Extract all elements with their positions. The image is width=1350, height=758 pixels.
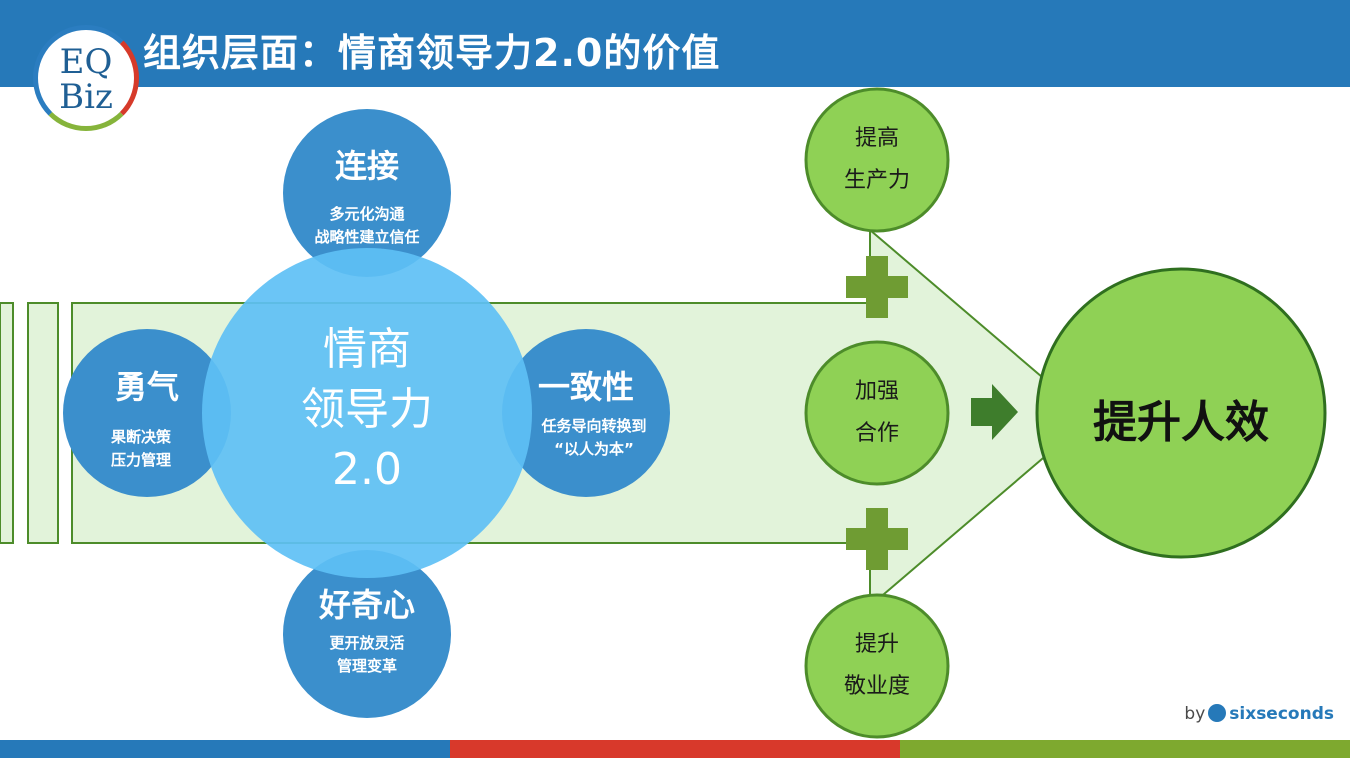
outcome-label-productivity: 提高 生产力: [844, 118, 910, 202]
satellite-bottom-line-1: 更开放灵活: [329, 634, 405, 652]
satellite-bottom-detail: 更开放灵活 管理变革: [329, 632, 404, 678]
outcome-label-engagement: 提升 敬业度: [844, 624, 910, 708]
core-label: 情商 领导力 2.0: [301, 320, 433, 500]
outcome-circle-cooperation: [804, 340, 950, 486]
satellite-left-detail: 果断决策 压力管理: [111, 426, 171, 472]
satellite-bottom-title: 好奇心: [318, 586, 416, 624]
satellite-top-line-2: 战略性建立信任: [314, 228, 420, 246]
core-circle: [202, 248, 532, 578]
outcome-label-cooperation: 加强 合作: [855, 371, 899, 455]
brand-credit: by sixseconds: [1184, 704, 1334, 724]
footer-stripe-red: [450, 740, 900, 758]
arrow-tail-strip-2: [27, 302, 59, 544]
header-bar: [0, 0, 1350, 87]
eqbiz-logo-icon: EQ Biz: [33, 25, 139, 131]
outcome-productivity-line-1: 提高: [854, 126, 900, 151]
satellite-right-line-1: 任务导向转换到: [541, 417, 647, 435]
result-circle: [1035, 267, 1327, 559]
outcome-engagement-line-1: 提升: [854, 632, 900, 657]
outcome-circle-engagement: [804, 593, 950, 739]
page-title: 组织层面：情商领导力2.0的价值: [143, 31, 721, 75]
logo-line-2: Biz: [59, 77, 113, 117]
outcome-engagement-line-2: 敬业度: [843, 674, 911, 699]
satellite-bottom-line-2: 管理变革: [336, 657, 398, 675]
outcome-circle-productivity: [804, 87, 950, 233]
brand-prefix: by: [1184, 704, 1206, 724]
satellite-left-line-2: 压力管理: [110, 451, 172, 469]
satellite-right-line-2: “以人为本”: [554, 440, 634, 458]
arrow-right-icon: [971, 384, 1018, 440]
core-line-2: 领导力: [301, 384, 433, 435]
satellite-circle-top: [283, 109, 451, 277]
footer-stripe-blue: [0, 740, 450, 758]
core-line-3: 2.0: [332, 444, 402, 495]
sixseconds-logo-icon: [1208, 704, 1227, 722]
satellite-top-title: 连接: [334, 147, 400, 185]
core-line-1: 情商: [323, 324, 411, 375]
footer-stripe-green: [900, 740, 1350, 758]
satellite-top-detail: 多元化沟通 战略性建立信任: [314, 203, 419, 249]
satellite-left-title: 勇气: [114, 368, 180, 406]
satellite-top-line-1: 多元化沟通: [329, 205, 405, 223]
outcome-productivity-line-2: 生产力: [843, 168, 911, 193]
result-label: 提升人效: [1093, 397, 1269, 448]
satellite-circle-right: [502, 329, 670, 497]
satellite-left-line-1: 果断决策: [110, 428, 172, 446]
brand-name: sixseconds: [1229, 704, 1334, 724]
satellite-circle-bottom: [283, 550, 451, 718]
satellite-right-title: 一致性: [537, 368, 635, 406]
plus-icon: [846, 508, 908, 570]
logo-line-1: EQ: [59, 42, 113, 82]
outcome-cooperation-line-2: 合作: [854, 421, 900, 446]
satellite-circle-left: [63, 329, 231, 497]
plus-icon: [846, 256, 908, 318]
satellite-right-detail: 任务导向转换到 “以人为本”: [541, 415, 646, 461]
arrow-tail-strip-1: [0, 302, 14, 544]
outcome-cooperation-line-1: 加强: [854, 379, 900, 404]
